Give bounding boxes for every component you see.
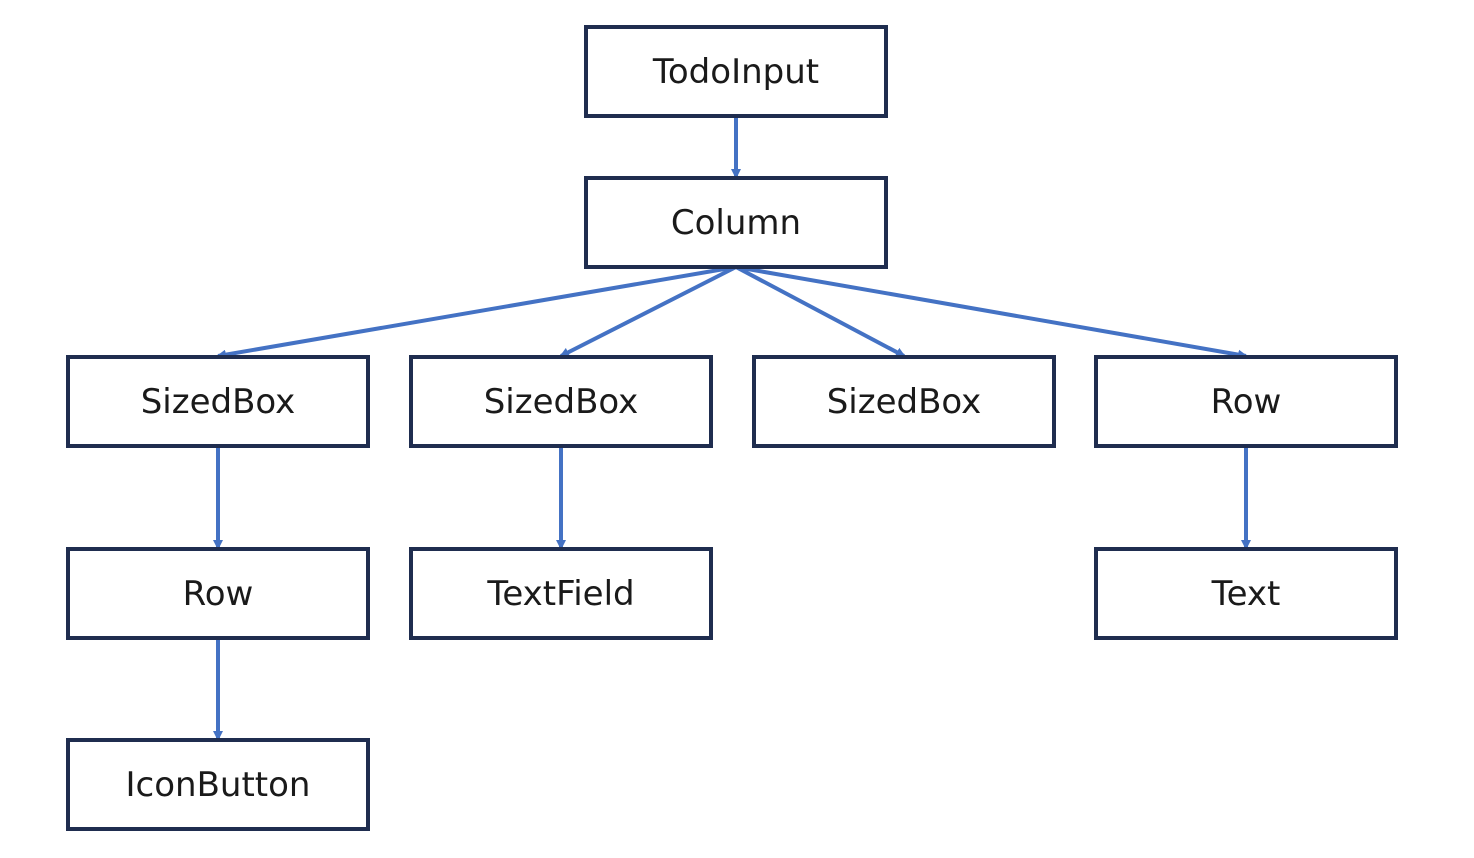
node-label: Column [670,202,802,243]
node-textfield: TextField [409,547,713,640]
node-label: IconButton [125,764,311,805]
node-label: Row [182,573,254,614]
node-label: TodoInput [652,51,820,92]
node-text: Text [1094,547,1398,640]
node-label: SizedBox [483,381,639,422]
node-label: Text [1211,573,1281,614]
node-sizedbox-2: SizedBox [409,355,713,448]
node-label: Row [1210,381,1282,422]
node-iconbutton: IconButton [66,738,370,831]
edge-column-to-sizedbox_3 [735,265,906,358]
node-label: SizedBox [826,381,982,422]
node-sizedbox-3: SizedBox [752,355,1056,448]
edge-column-to-row_1 [735,265,1248,360]
node-row-1: Row [1094,355,1398,448]
node-column: Column [584,176,888,269]
node-label: SizedBox [140,381,296,422]
node-todoinput: TodoInput [584,25,888,118]
node-sizedbox-1: SizedBox [66,355,370,448]
edge-column-to-sizedbox_1 [216,265,737,360]
node-row-2: Row [66,547,370,640]
edge-column-to-sizedbox_2 [559,265,737,358]
node-label: TextField [487,573,635,614]
